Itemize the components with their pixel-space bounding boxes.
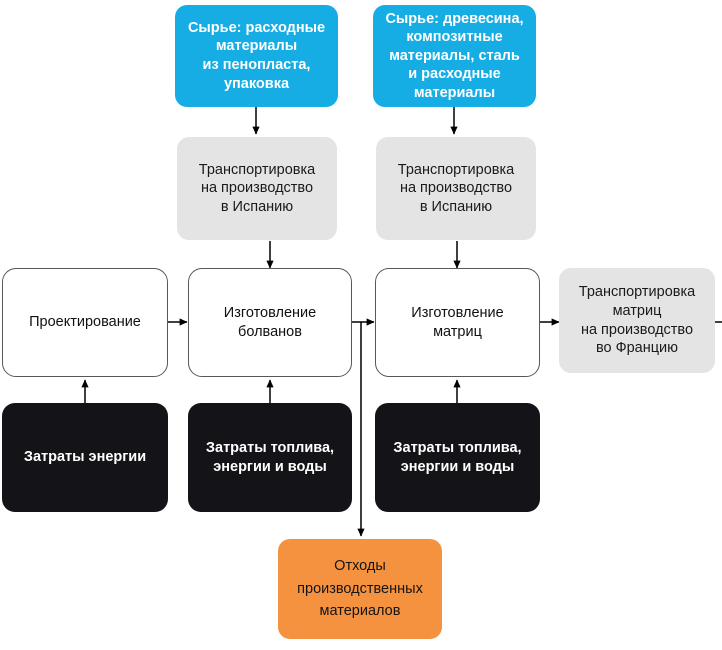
node-raw-material-foam[interactable]: Сырье: расходные материалы из пенопласта… <box>175 5 338 107</box>
node-transport-to-spain-1[interactable]: Транспортировка на производство в Испани… <box>177 137 337 240</box>
node-energy-input-mould[interactable]: Затраты топлива, энергии и воды <box>375 403 540 512</box>
node-transport-to-spain-2[interactable]: Транспортировка на производство в Испани… <box>376 137 536 240</box>
node-energy-input-plug[interactable]: Затраты топлива, энергии и воды <box>188 403 352 512</box>
node-energy-input-design[interactable]: Затраты энергии <box>2 403 168 512</box>
node-production-waste[interactable]: Отходы производственных материалов <box>278 539 442 639</box>
node-process-design[interactable]: Проектирование <box>2 268 168 377</box>
node-transport-to-france[interactable]: Транспортировка матриц на производство в… <box>559 268 715 373</box>
node-process-plug-making[interactable]: Изготовление болванов <box>188 268 352 377</box>
node-raw-material-wood[interactable]: Сырье: древесина, композитные материалы,… <box>373 5 536 107</box>
node-process-mould-making[interactable]: Изготовление матриц <box>375 268 540 377</box>
